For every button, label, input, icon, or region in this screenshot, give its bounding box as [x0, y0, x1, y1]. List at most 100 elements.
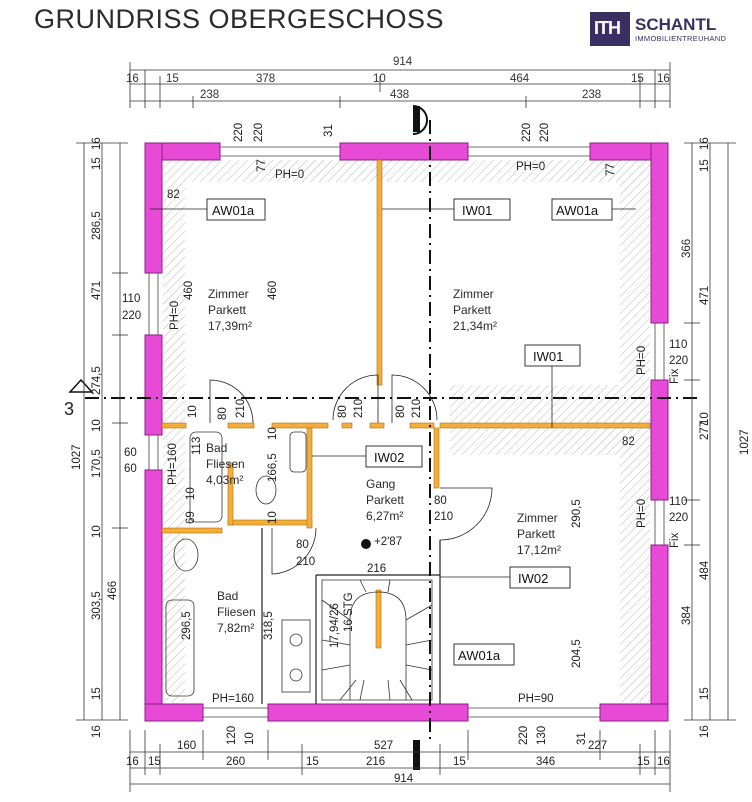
room-gang: Gang Parkett 6,27m²	[366, 477, 405, 523]
room-bad-2: Bad Fliesen 7,82m²	[217, 589, 256, 635]
top-dim-5: 464	[510, 73, 530, 85]
outer-walls	[144, 142, 669, 722]
top-dimension-lines	[129, 62, 671, 108]
top-dim-3: 378	[256, 73, 275, 85]
svg-text:484: 484	[699, 560, 711, 580]
svg-text:318,5: 318,5	[263, 611, 275, 640]
svg-text:Gang: Gang	[366, 477, 395, 491]
svg-text:31: 31	[323, 124, 335, 137]
svg-text:17,39m²: 17,39m²	[208, 319, 252, 333]
svg-text:PH=0: PH=0	[169, 301, 181, 330]
svg-text:Fliesen: Fliesen	[217, 605, 256, 619]
svg-text:220: 220	[669, 355, 688, 367]
svg-text:15: 15	[306, 756, 319, 768]
svg-text:460: 460	[267, 281, 279, 300]
svg-text:260: 260	[226, 756, 245, 768]
svg-text:16: 16	[91, 137, 103, 150]
top-dim-1: 16	[126, 73, 139, 85]
inner-walls	[161, 159, 651, 649]
svg-text:471: 471	[91, 281, 103, 300]
logo-mark: ITH	[590, 12, 630, 46]
svg-text:Zimmer: Zimmer	[517, 511, 558, 525]
svg-text:Fix: Fix	[669, 368, 681, 384]
svg-text:204,5: 204,5	[571, 639, 583, 668]
svg-text:527: 527	[374, 740, 393, 752]
svg-text:15: 15	[699, 687, 711, 700]
svg-text:110: 110	[669, 496, 687, 508]
svg-text:16: 16	[126, 756, 139, 768]
svg-text:16: 16	[657, 756, 670, 768]
svg-text:80: 80	[296, 539, 309, 551]
windows	[148, 146, 665, 718]
right-dimension-lines	[684, 142, 736, 721]
svg-text:Parkett: Parkett	[453, 303, 492, 317]
svg-text:113: 113	[191, 437, 203, 455]
svg-text:77: 77	[256, 159, 268, 172]
svg-text:16: 16	[699, 725, 711, 738]
svg-text:166,5: 166,5	[267, 453, 279, 482]
svg-text:10: 10	[267, 511, 279, 524]
axis-label: 3	[64, 399, 74, 419]
svg-text:16: 16	[699, 137, 711, 150]
svg-text:460: 460	[183, 281, 195, 300]
svg-text:PH=0: PH=0	[516, 161, 545, 173]
bathroom-fixtures	[165, 431, 311, 697]
svg-text:Parkett: Parkett	[208, 303, 247, 317]
svg-text:15: 15	[453, 756, 466, 768]
company-logo: ITH SCHANTL IMMOBILIENTREUHAND	[590, 12, 740, 46]
svg-text:286,5: 286,5	[91, 211, 103, 240]
svg-text:210: 210	[411, 399, 423, 418]
svg-text:220: 220	[518, 726, 530, 745]
room-zimmer-2: Zimmer Parkett 21,34m²	[453, 287, 497, 333]
svg-text:170,5: 170,5	[91, 449, 103, 478]
svg-text:210: 210	[235, 399, 247, 418]
svg-text:80: 80	[337, 405, 349, 418]
svg-text:60: 60	[124, 463, 137, 475]
right-dimensions: 1027 15 16 366 471 277 10 484 384 15 16 …	[669, 137, 751, 738]
svg-text:130: 130	[536, 726, 548, 745]
svg-text:216: 216	[366, 756, 385, 768]
svg-text:69: 69	[185, 511, 197, 524]
svg-text:82: 82	[167, 189, 180, 201]
svg-text:Fix: Fix	[669, 532, 681, 548]
section-marker-left	[68, 378, 94, 393]
svg-text:+2'87: +2'87	[374, 536, 402, 548]
svg-text:16 STG: 16 STG	[343, 592, 355, 632]
svg-text:10: 10	[185, 487, 197, 500]
svg-text:290,5: 290,5	[571, 499, 583, 528]
svg-text:210: 210	[353, 399, 365, 418]
svg-text:303,5: 303,5	[91, 591, 103, 620]
tag-aw01a-2: AW01a	[556, 203, 599, 218]
svg-text:466: 466	[107, 581, 119, 600]
svg-text:1027: 1027	[739, 429, 751, 455]
svg-text:16: 16	[91, 725, 103, 738]
svg-text:15: 15	[91, 687, 103, 700]
svg-text:274,5: 274,5	[91, 366, 103, 395]
svg-text:10: 10	[187, 405, 199, 418]
svg-text:220: 220	[669, 512, 688, 524]
tag-aw01a-1: AW01a	[212, 203, 255, 218]
svg-text:346: 346	[536, 756, 555, 768]
svg-text:60: 60	[124, 447, 137, 459]
svg-text:10: 10	[699, 412, 711, 425]
doors	[209, 374, 493, 575]
logo-name: SCHANTL	[635, 15, 717, 34]
svg-text:10: 10	[267, 427, 279, 440]
tag-iw01-2: IW01	[533, 349, 563, 364]
svg-text:Bad: Bad	[217, 589, 238, 603]
room-bad-1: Bad Fliesen 4,03m²	[206, 441, 245, 487]
left-dimension-lines	[76, 142, 128, 721]
svg-text:220: 220	[233, 123, 245, 142]
svg-text:15: 15	[91, 157, 103, 170]
svg-text:227: 227	[588, 740, 607, 752]
svg-text:220: 220	[253, 123, 265, 142]
top-dim-4: 10	[373, 73, 386, 85]
bottom-dimension-lines	[129, 730, 671, 792]
tag-iw02-2: IW02	[518, 571, 548, 586]
svg-text:4,03m²: 4,03m²	[206, 473, 243, 487]
svg-text:15: 15	[637, 756, 650, 768]
svg-text:160: 160	[177, 740, 196, 752]
top-dim-2: 15	[166, 73, 179, 85]
svg-text:10: 10	[91, 419, 103, 432]
